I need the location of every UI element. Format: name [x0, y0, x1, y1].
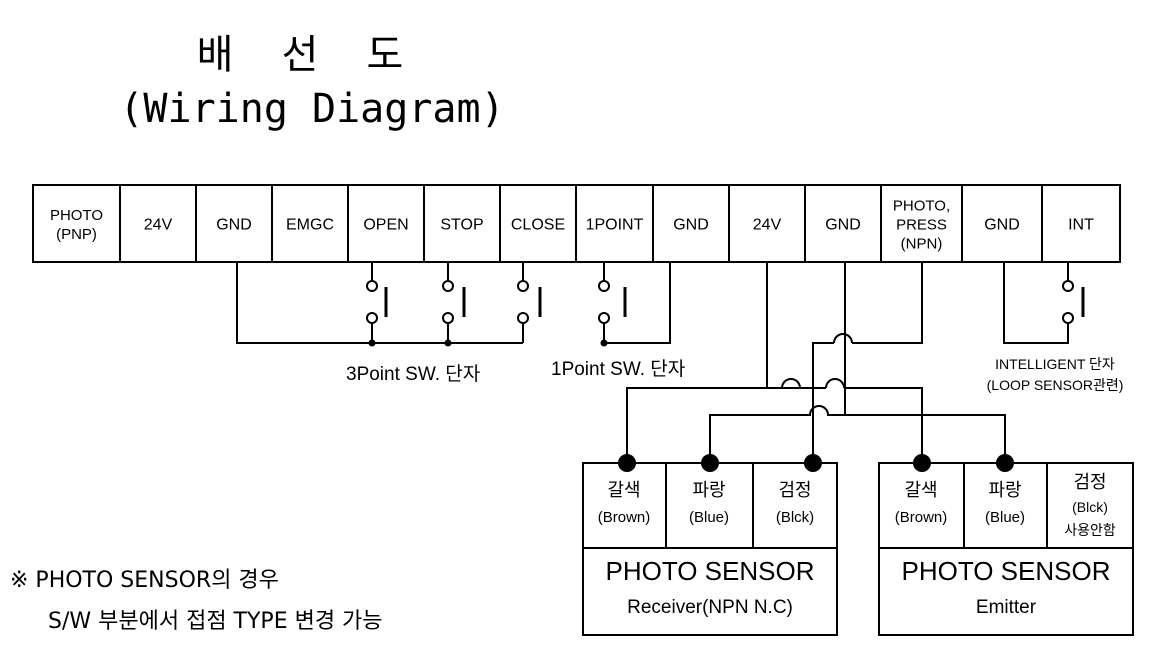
three-point-label: 3Point SW. 단자: [346, 363, 480, 385]
receiver-name: PHOTO SENSOR: [605, 556, 814, 586]
terminal-label: GND: [984, 217, 1020, 234]
emitter-type: Emitter: [976, 597, 1037, 618]
emitter-wire-black-ko: 검정: [1073, 472, 1106, 493]
terminal-3-gnd: GND: [195, 184, 273, 263]
intelligent-label: INTELLIGENT 단자: [995, 356, 1115, 372]
terminal-label: 24V: [753, 217, 782, 234]
terminal-label: EMGC: [286, 217, 334, 234]
terminal-4-emgc: EMGC: [271, 184, 349, 263]
receiver-wire-black-en: (Blck): [776, 509, 814, 526]
switch-blades: [384, 287, 1085, 317]
wiring: [236, 262, 1069, 466]
terminal-2-24v: 24V: [119, 184, 197, 263]
receiver-type: Receiver(NPN N.C): [627, 597, 793, 618]
terminal-label: 1POINT: [586, 217, 644, 234]
wire-24v: [766, 262, 826, 389]
title-english: (Wiring Diagram): [119, 86, 504, 132]
title-korean: 배 선 도: [197, 32, 404, 78]
one-point-label: 1Point SW. 단자: [551, 358, 685, 380]
emitter-wire-blue-ko: 파랑: [988, 480, 1021, 501]
terminal-8-1point: 1POINT: [575, 184, 654, 263]
note-line-1: ※ PHOTO SENSOR의 경우: [10, 568, 279, 593]
terminal-7-close: CLOSE: [499, 184, 577, 263]
terminal-label: PHOTO: [50, 207, 103, 224]
terminal-label: 24V: [144, 217, 173, 234]
terminal-9-gnd: GND: [652, 184, 730, 263]
emitter-wire-black-en: (Blck): [1072, 499, 1108, 515]
terminal-14-int: INT: [1041, 184, 1121, 263]
terminal-strip: PHOTO (PNP) 24V GND EMGC OPEN STOP CLOSE 1POINT G…: [32, 184, 1121, 263]
emitter-name: PHOTO SENSOR: [901, 556, 1110, 586]
receiver-wire-brown-en: (Brown): [598, 509, 651, 526]
emitter-wire-black-unused: 사용안함: [1064, 522, 1116, 538]
terminal-label: GND: [825, 217, 861, 234]
terminal-11-gnd: GND: [804, 184, 882, 263]
gnd-switch-bus: [236, 262, 523, 344]
terminal-label: GND: [216, 217, 252, 234]
receiver-wire-blue-en: (Blue): [689, 509, 729, 526]
switch-contacts: [366, 280, 1074, 324]
photo-sensor-receiver: [582, 462, 838, 636]
emitter-wire-brown-en: (Brown): [895, 509, 948, 526]
emitter-wire-brown-ko: 갈색: [904, 480, 937, 501]
terminal-label: INT: [1068, 217, 1094, 234]
junction-dots: [368, 339, 608, 347]
terminal-5-open: OPEN: [347, 184, 425, 263]
terminal-label: CLOSE: [511, 217, 565, 234]
note-line-2: S/W 부분에서 접점 TYPE 변경 가능: [48, 609, 383, 634]
terminal-6-stop: STOP: [423, 184, 501, 263]
photo-sensor-emitter: [878, 462, 1134, 636]
terminal-label: STOP: [440, 217, 483, 234]
receiver-wire-blue-ko: 파랑: [692, 480, 725, 501]
terminal-label: GND: [673, 217, 709, 234]
terminal-label: (PNP): [56, 226, 97, 243]
emitter-wire-blue-en: (Blue): [985, 509, 1025, 526]
receiver-wire-black-ko: 검정: [778, 480, 811, 501]
terminal-label: OPEN: [363, 217, 408, 234]
terminal-13-gnd: GND: [961, 184, 1043, 263]
terminal-10-24v: 24V: [728, 184, 806, 263]
intelligent-sub-label: (LOOP SENSOR관련): [987, 377, 1124, 393]
terminal-label: PHOTO,: [893, 198, 950, 215]
terminal-label: (NPN): [901, 236, 943, 253]
terminal-label: PRESS: [896, 217, 947, 234]
terminal-1-photo-pnp: PHOTO (PNP): [32, 184, 121, 263]
terminal-12-photo-press-npn: PHOTO, PRESS (NPN): [880, 184, 963, 263]
wire-photo-press: [852, 262, 923, 344]
receiver-wire-brown-ko: 갈색: [607, 480, 640, 501]
